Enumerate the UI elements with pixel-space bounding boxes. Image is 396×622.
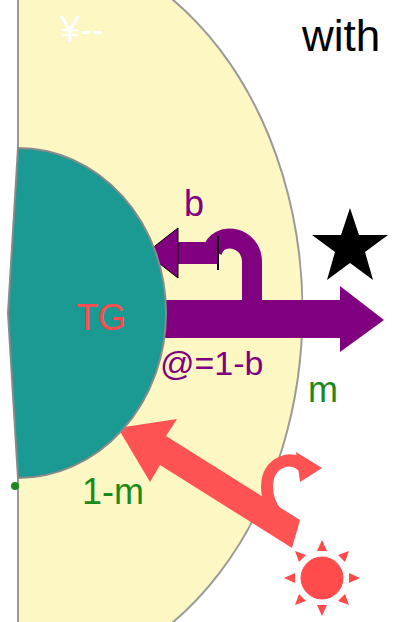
ground-disc: TG <box>6 146 170 480</box>
node-label: TG <box>76 300 126 336</box>
title-fragment: with <box>302 14 380 58</box>
absorption-label: 1-m <box>82 474 144 510</box>
marker-dot <box>11 482 19 490</box>
outgoing-ir-arrow <box>160 286 384 352</box>
reflection-label: m <box>308 372 338 408</box>
sun-symbol <box>284 540 360 616</box>
albedo-label: b <box>184 186 204 222</box>
star-symbol <box>312 208 388 280</box>
title-fragment: ¥-- <box>60 12 104 48</box>
emissivity-label: @=1-b <box>160 346 264 380</box>
